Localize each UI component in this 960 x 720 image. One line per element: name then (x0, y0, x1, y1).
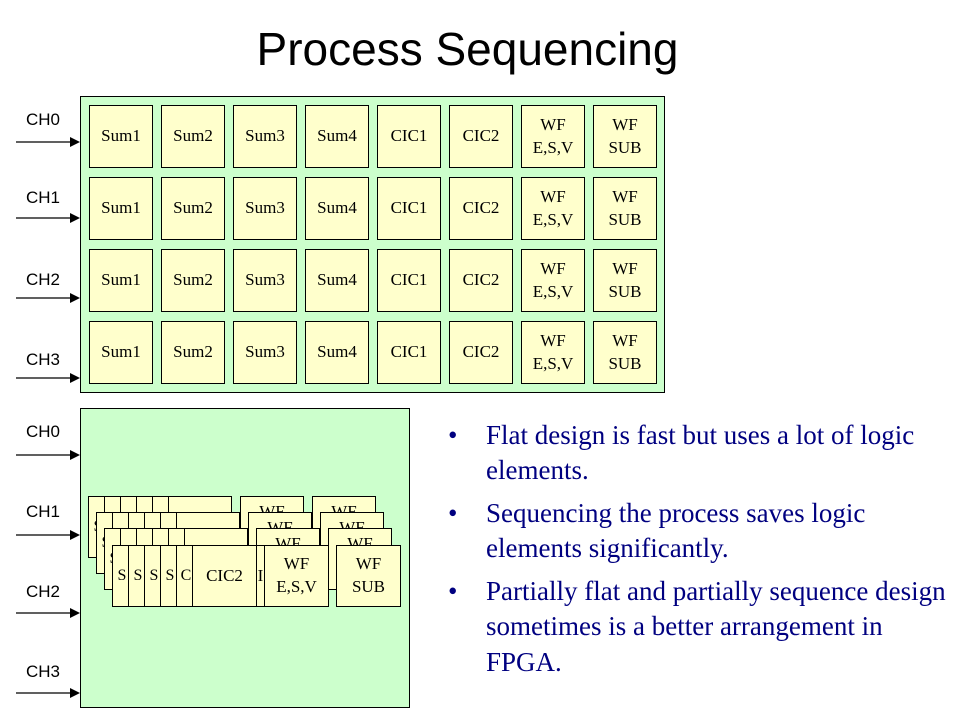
channel-label: CH0 (26, 110, 61, 129)
flat-block: Sum2 (161, 105, 225, 168)
flat-block: CIC1 (377, 249, 441, 312)
channel-label: CH3 (26, 662, 61, 681)
flat-block: CIC1 (377, 321, 441, 384)
channel-label: CH3 (26, 350, 61, 369)
channel-arrow-icon (16, 293, 80, 303)
flat-block: Sum1 (89, 177, 153, 240)
channel-arrow-icon (16, 213, 80, 223)
bullet-dot: • (448, 420, 458, 450)
flat-block: Sum4 (305, 321, 369, 384)
flat-block: WF E,S,V (521, 321, 585, 384)
flat-block: WF SUB (593, 249, 657, 312)
flat-block: WF SUB (593, 177, 657, 240)
seq-front-wf-esv-block: WF E,S,V (264, 545, 329, 607)
flat-block: Sum3 (233, 249, 297, 312)
flat-block: Sum2 (161, 249, 225, 312)
channel-arrow-icon (16, 137, 80, 147)
flat-block: Sum3 (233, 105, 297, 168)
flat-block: CIC1 (377, 177, 441, 240)
flat-block: Sum2 (161, 321, 225, 384)
seq-front-wf-sub-block: WF SUB (336, 545, 401, 607)
flat-block: WF E,S,V (521, 177, 585, 240)
flat-block: Sum4 (305, 249, 369, 312)
flat-block: WF SUB (593, 105, 657, 168)
bullet-dot: • (448, 576, 458, 607)
bullet-text: Partially flat and partially sequence de… (486, 576, 946, 677)
channel-arrow-icon (16, 530, 80, 540)
bullet-item: • Partially flat and partially sequence … (448, 574, 948, 679)
flat-block: CIC1 (377, 105, 441, 168)
flat-block: Sum1 (89, 321, 153, 384)
bullet-item: • Flat design is fast but uses a lot of … (448, 418, 948, 488)
channel-label: CH1 (26, 188, 61, 207)
channel-label: CH2 (26, 270, 61, 289)
bullet-text: Sequencing the process saves logic eleme… (486, 498, 866, 564)
channel-arrow-icon (16, 608, 80, 618)
flat-block: Sum4 (305, 105, 369, 168)
flat-block: Sum1 (89, 105, 153, 168)
channel-arrow-icon (16, 688, 80, 698)
channel-label: CH1 (26, 502, 61, 521)
flat-block: CIC2 (449, 105, 513, 168)
flat-block: CIC2 (449, 177, 513, 240)
bullet-dot: • (448, 498, 458, 529)
seq-front-cic2-block: CIC2 (192, 545, 257, 607)
bullet-list: • Flat design is fast but uses a lot of … (448, 418, 948, 688)
channel-label: CH2 (26, 582, 61, 601)
channel-arrow-icon (16, 450, 80, 460)
slide-title: Process Sequencing (256, 23, 679, 75)
flat-block: Sum1 (89, 249, 153, 312)
flat-block: WF SUB (593, 321, 657, 384)
bullet-item: • Sequencing the process saves logic ele… (448, 496, 948, 566)
flat-block: WF E,S,V (521, 249, 585, 312)
flat-block: Sum3 (233, 177, 297, 240)
channel-label: CH0 (26, 422, 61, 441)
flat-block: WF E,S,V (521, 105, 585, 168)
channel-arrow-icon (16, 373, 80, 383)
flat-block: Sum4 (305, 177, 369, 240)
flat-block: Sum2 (161, 177, 225, 240)
flat-block: CIC2 (449, 249, 513, 312)
flat-block: Sum3 (233, 321, 297, 384)
bullet-text: Flat design is fast but uses a lot of lo… (486, 420, 915, 486)
flat-block: CIC2 (449, 321, 513, 384)
